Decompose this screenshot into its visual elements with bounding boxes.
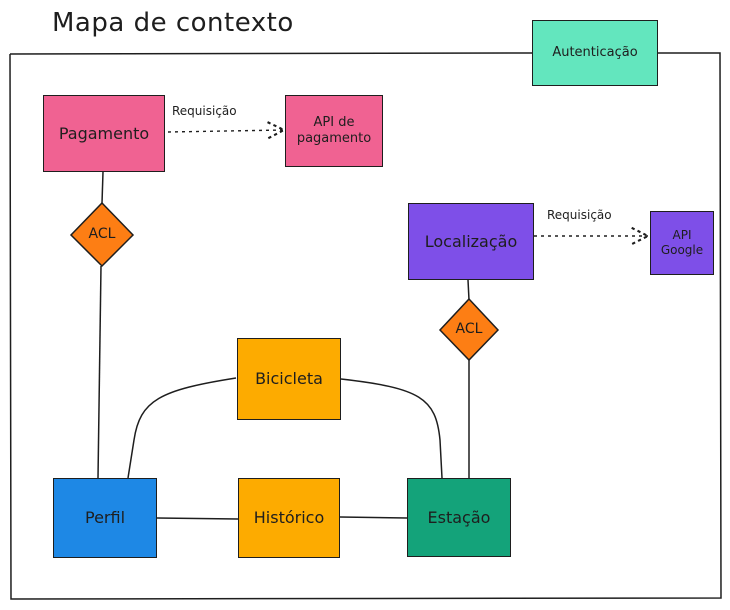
node-localizacao-label: Localização xyxy=(424,231,518,251)
diagram-title: Mapa de contexto xyxy=(52,8,294,38)
node-api-google[interactable]: API Google xyxy=(650,211,714,275)
node-historico[interactable]: Histórico xyxy=(238,478,340,558)
node-api-pagamento[interactable]: API de pagamento xyxy=(285,95,383,167)
node-estacao-label: Estação xyxy=(427,507,491,527)
request-arrow-pagamento xyxy=(167,130,284,132)
connector-pagamento-acl xyxy=(101,171,104,204)
request-label-pagamento: Requisição xyxy=(172,104,237,118)
node-localizacao[interactable]: Localização xyxy=(408,203,534,280)
acl-diamond-right xyxy=(438,297,500,362)
node-historico-label: Histórico xyxy=(253,508,325,527)
connector-historico-estacao xyxy=(339,516,408,519)
node-estacao[interactable]: Estação xyxy=(407,478,511,557)
node-autenticacao[interactable]: Autenticação xyxy=(532,20,658,86)
node-api-pagamento-label: API de pagamento xyxy=(296,114,372,146)
acl-label-left: ACL xyxy=(88,226,116,242)
node-pagamento[interactable]: Pagamento xyxy=(43,95,165,172)
connector-localizacao-acl xyxy=(467,279,470,301)
connector-perfil-historico xyxy=(156,517,239,520)
node-perfil[interactable]: Perfil xyxy=(53,478,157,558)
node-bicicleta-label: Bicicleta xyxy=(255,369,323,388)
boundary-frame xyxy=(9,52,722,600)
request-label-google: Requisição xyxy=(547,208,612,222)
node-pagamento-label: Pagamento xyxy=(58,123,150,143)
acl-diamond-left xyxy=(69,201,135,268)
acl-label-right: ACL xyxy=(455,321,483,337)
node-bicicleta[interactable]: Bicicleta xyxy=(237,338,341,420)
connector-acl-perfil xyxy=(97,265,102,479)
connector-bicicleta-estacao xyxy=(340,378,443,479)
connector-bicicleta-perfil xyxy=(127,377,237,479)
node-autenticacao-label: Autenticação xyxy=(552,44,638,60)
node-api-google-label: API Google xyxy=(660,228,704,257)
node-perfil-label: Perfil xyxy=(84,508,126,527)
